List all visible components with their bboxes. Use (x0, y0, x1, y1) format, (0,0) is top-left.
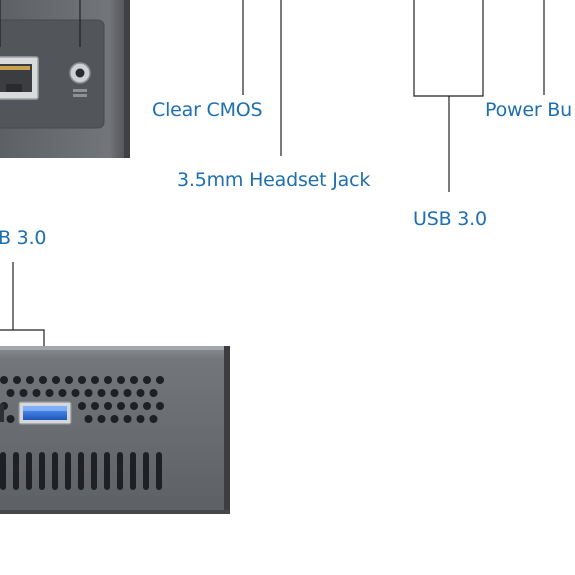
bottom-device (0, 346, 230, 514)
vent-hole (104, 402, 112, 410)
leader-lines-top (0, 0, 545, 192)
vent-slot (104, 452, 110, 490)
left-port-stub (0, 404, 4, 422)
rj45-port-icon (0, 56, 39, 100)
vent-hole (6, 415, 15, 423)
vent-hole (52, 376, 60, 384)
vent-hole (39, 376, 47, 384)
label-usb-3-right: USB 3.0 (413, 208, 487, 230)
rear-panel-plate (0, 19, 105, 129)
vent-hole (149, 415, 158, 423)
vent-hole (97, 389, 106, 397)
vent-hole (32, 389, 41, 397)
vent-slot (143, 452, 149, 490)
top-device-side-edge (124, 0, 130, 158)
vent-hole (117, 402, 125, 410)
usb-port-icon (18, 401, 72, 425)
vent-slot (91, 452, 97, 490)
audio-jack-icon (69, 62, 91, 97)
vent-hole (136, 415, 145, 423)
vent-hole (91, 376, 99, 384)
vent-hole (123, 415, 132, 423)
top-device (0, 0, 130, 158)
vent-hole (136, 389, 145, 397)
vent-hole (84, 389, 93, 397)
vent-slot (52, 452, 58, 490)
vent-slot (0, 452, 6, 490)
vent-hole (156, 402, 164, 410)
label-usb-3-left: B 3.0 (0, 227, 47, 249)
vent-hole (110, 415, 119, 423)
vent-hole (104, 376, 112, 384)
vent-hole (117, 376, 125, 384)
vent-hole (156, 376, 164, 384)
vent-slot (65, 452, 71, 490)
vent-hole (13, 376, 21, 384)
vent-hole (97, 415, 106, 423)
vent-slot (26, 452, 32, 490)
vent-hole (78, 376, 86, 384)
vent-hole (130, 376, 138, 384)
vent-hole (84, 415, 93, 423)
vent-hole (91, 402, 99, 410)
leader-bracket-usb (413, 0, 484, 97)
vent-hole (26, 376, 34, 384)
vent-hole (78, 402, 86, 410)
vent-slots (0, 452, 162, 490)
vent-slot (117, 452, 123, 490)
bottom-device-side-edge (224, 346, 230, 514)
vent-slot (78, 452, 84, 490)
bottom-device-body (0, 346, 230, 514)
vent-slot (13, 452, 19, 490)
label-headset-jack: 3.5mm Headset Jack (177, 169, 371, 191)
vent-hole (143, 376, 151, 384)
vent-hole (130, 402, 138, 410)
bottom-device-bottom-edge (0, 510, 230, 514)
vent-hole (123, 389, 132, 397)
vent-hole (6, 389, 15, 397)
bottom-device-top-edge (0, 346, 230, 350)
vent-hole (58, 389, 67, 397)
vent-hole (0, 376, 8, 384)
vent-hole (65, 376, 73, 384)
label-clear-cmos: Clear CMOS (152, 99, 263, 121)
vent-hole (71, 389, 80, 397)
vent-slot (39, 452, 45, 490)
vent-hole (19, 389, 28, 397)
vent-hole (110, 389, 119, 397)
vent-hole (149, 389, 158, 397)
vent-hole (45, 389, 54, 397)
vent-slot (156, 452, 162, 490)
vent-hole (143, 402, 151, 410)
vent-dots (0, 376, 164, 423)
vent-slot (130, 452, 136, 490)
label-power-button: Power Bu (485, 99, 572, 121)
